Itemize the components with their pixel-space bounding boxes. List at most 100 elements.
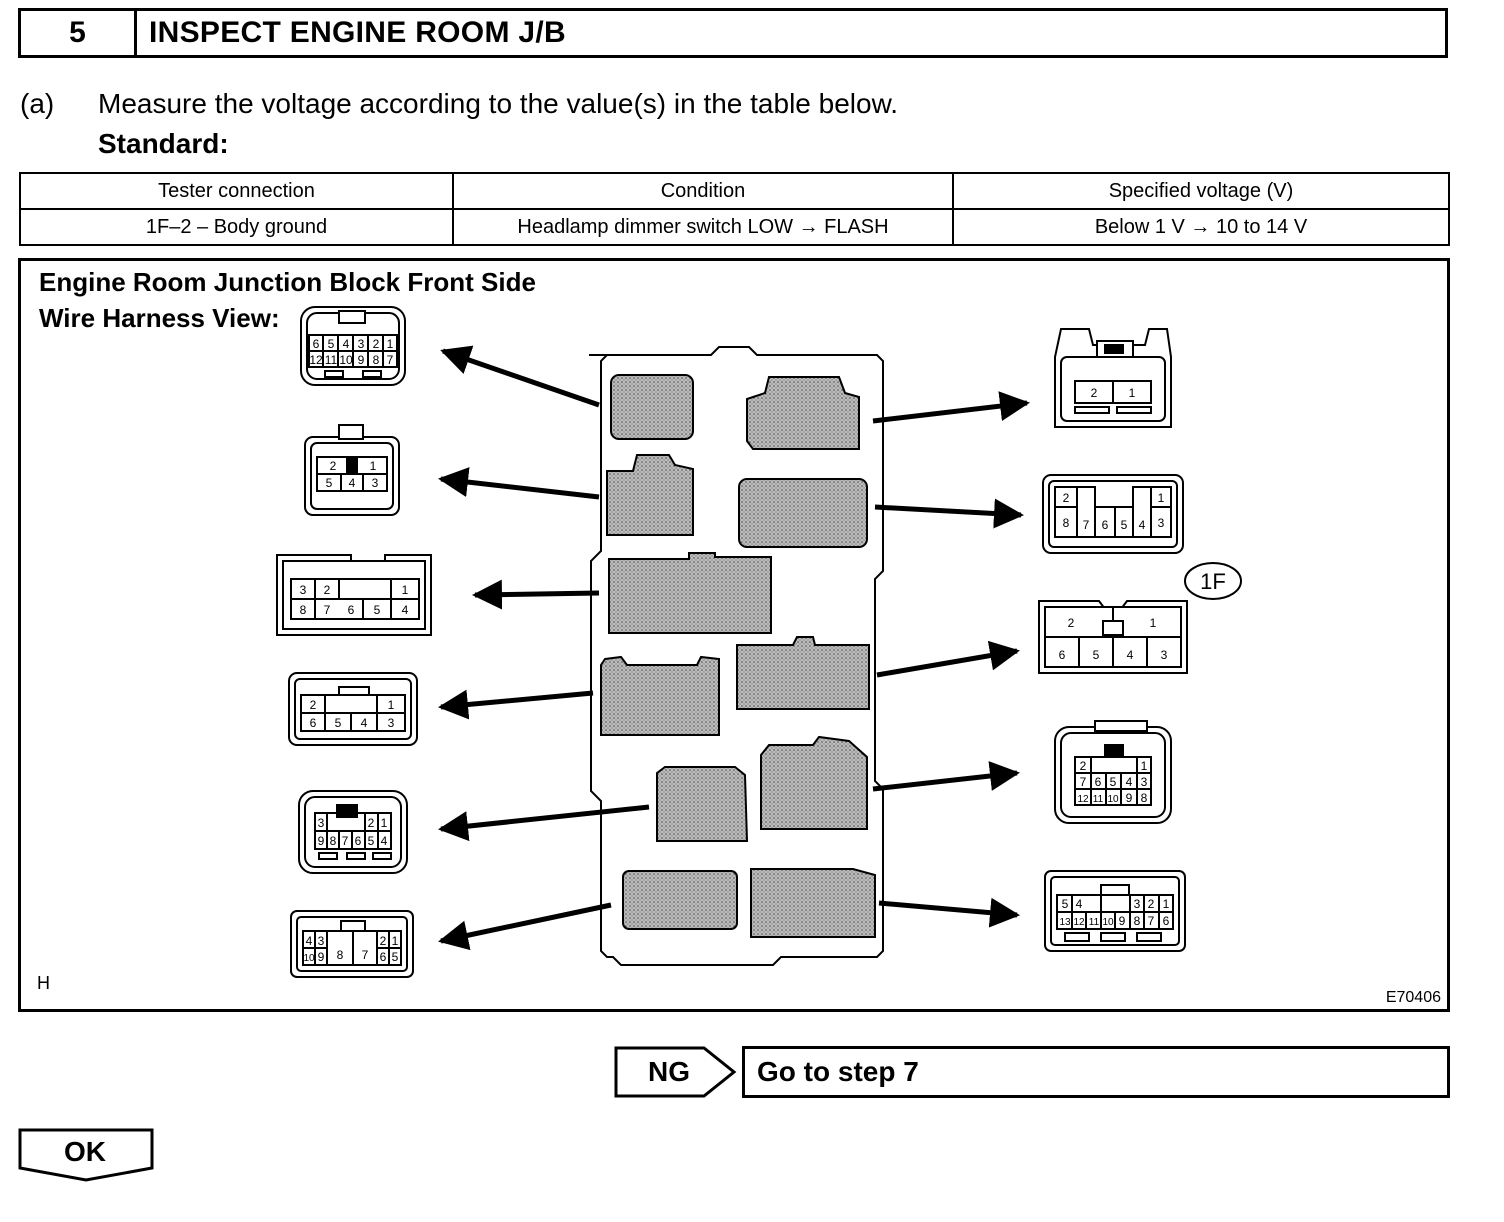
pin-label: 11 xyxy=(1093,794,1104,805)
ok-tag: OK xyxy=(18,1128,156,1182)
step-number: 5 xyxy=(21,11,137,55)
pin-label: 7 xyxy=(324,603,331,617)
pin-label: 9 xyxy=(1119,914,1126,928)
pin-label: 4 xyxy=(1126,775,1133,789)
pin-label: 3 xyxy=(388,716,395,730)
step-title: INSPECT ENGINE ROOM J/B xyxy=(149,16,566,49)
pin-label: 3 xyxy=(1141,775,1148,789)
pin-label: 6 xyxy=(313,337,320,351)
spec-table: Tester connection Condition Specified vo… xyxy=(19,172,1450,246)
table-cell: 1F–2 – Body ground xyxy=(19,208,454,246)
pin-label: 2 xyxy=(1063,491,1070,505)
pin-label: 5 xyxy=(1110,775,1117,789)
pin-label: 7 xyxy=(1148,914,1155,928)
pin-label: 5 xyxy=(1121,518,1128,532)
pin-label: 9 xyxy=(318,834,325,848)
pin-label: 1 xyxy=(1158,491,1165,505)
pin-label: 2 xyxy=(330,459,337,473)
pin-label: 2 xyxy=(1091,386,1098,400)
pin-label: 1 xyxy=(392,934,399,948)
pin-label: 1 xyxy=(1163,897,1170,911)
pin-label: 5 xyxy=(1093,648,1100,662)
connector-label-1f: 1F xyxy=(1200,569,1226,594)
pin-label: 12 xyxy=(1077,794,1089,805)
connector-left-1 xyxy=(300,306,406,386)
pin-label: 7 xyxy=(342,834,349,848)
pin-label: 8 xyxy=(373,353,380,367)
pin-label: 3 xyxy=(1161,648,1168,662)
pin-label: 1 xyxy=(1150,616,1157,630)
connector-label-1f-ellipse xyxy=(1184,562,1242,600)
pin-label: 7 xyxy=(387,353,394,367)
pin-label: 1 xyxy=(402,583,409,597)
pin-label: 5 xyxy=(1062,897,1069,911)
pin-label: 4 xyxy=(381,834,388,848)
pin-label: 4 xyxy=(361,716,368,730)
standard-label: Standard: xyxy=(98,128,229,159)
pin-label: 12 xyxy=(309,353,323,367)
pin-label: 9 xyxy=(358,353,365,367)
pin-label: 10 xyxy=(1102,917,1114,928)
pin-label: 6 xyxy=(310,716,317,730)
pin-label: 10 xyxy=(303,953,315,964)
pin-label: 11 xyxy=(1089,917,1100,928)
pin-label: 6 xyxy=(355,834,362,848)
pin-label: 5 xyxy=(335,716,342,730)
connector-right-3 xyxy=(1038,600,1188,674)
pin-label: 2 xyxy=(380,934,387,948)
connector-left-2 xyxy=(304,424,400,516)
connector-right-1 xyxy=(1054,328,1172,428)
pin-label: 6 xyxy=(380,950,387,964)
pin-label: 2 xyxy=(1068,616,1075,630)
pin-label: 8 xyxy=(1141,791,1148,805)
table-cell: Headlamp dimmer switch LOW → FLASH xyxy=(452,208,954,246)
ng-action: Go to step 7 xyxy=(742,1046,1450,1098)
pin-label: 7 xyxy=(1083,518,1090,532)
pin-label: 1 xyxy=(1141,759,1148,773)
table-header: Tester connection xyxy=(19,172,454,210)
pin-label: 4 xyxy=(1139,518,1146,532)
pin-label: 2 xyxy=(1148,897,1155,911)
pin-label: 4 xyxy=(349,476,356,490)
junction-block-diagram: 6 5 4 3 2 1 12 11 10 9 8 7 2 1 5 4 3 3 2… xyxy=(18,258,1450,1012)
pin-label: 3 xyxy=(318,816,325,830)
pin-label: 8 xyxy=(300,603,307,617)
pin-label: 8 xyxy=(1134,914,1141,928)
table-header: Specified voltage (V) xyxy=(952,172,1450,210)
pin-label: 3 xyxy=(358,337,365,351)
pin-label: 13 xyxy=(1059,917,1071,928)
connector-left-5 xyxy=(298,790,408,874)
pin-label: 1 xyxy=(381,816,388,830)
pin-label: 4 xyxy=(1076,897,1083,911)
pin-label: 3 xyxy=(372,476,379,490)
ok-tag-shape xyxy=(18,1128,154,1182)
pin-label: 9 xyxy=(318,950,325,964)
pin-label: 6 xyxy=(1102,518,1109,532)
pin-label: 12 xyxy=(1073,917,1085,928)
pin-label: 8 xyxy=(1063,516,1070,530)
pin-label: 2 xyxy=(310,698,317,712)
junction-block-sockets xyxy=(600,374,876,938)
pin-label: 3 xyxy=(300,583,307,597)
pin-label: 8 xyxy=(330,834,337,848)
ng-tag-shape xyxy=(614,1046,737,1098)
connector-left-6 xyxy=(290,910,414,978)
pin-label: 10 xyxy=(1107,794,1119,805)
ng-label: NG xyxy=(648,1056,690,1087)
pin-label: 7 xyxy=(1080,775,1087,789)
table-row: 1F–2 – Body ground Headlamp dimmer switc… xyxy=(19,208,1450,246)
pin-label: 5 xyxy=(328,337,335,351)
arrows-right xyxy=(872,391,1030,928)
instruction-text: Measure the voltage according to the val… xyxy=(98,88,899,119)
pin-label: 2 xyxy=(1080,759,1087,773)
pin-label: 7 xyxy=(362,948,369,962)
diagram-code-right: E70406 xyxy=(1385,989,1441,1006)
pin-label: 1 xyxy=(388,698,395,712)
diagram-code-left: H xyxy=(37,973,50,993)
pin-label: 4 xyxy=(402,603,409,617)
pin-label: 1 xyxy=(1129,386,1136,400)
pin-label: 5 xyxy=(368,834,375,848)
pin-label: 1 xyxy=(370,459,377,473)
pin-label: 3 xyxy=(1158,516,1165,530)
pin-label: 6 xyxy=(1163,914,1170,928)
